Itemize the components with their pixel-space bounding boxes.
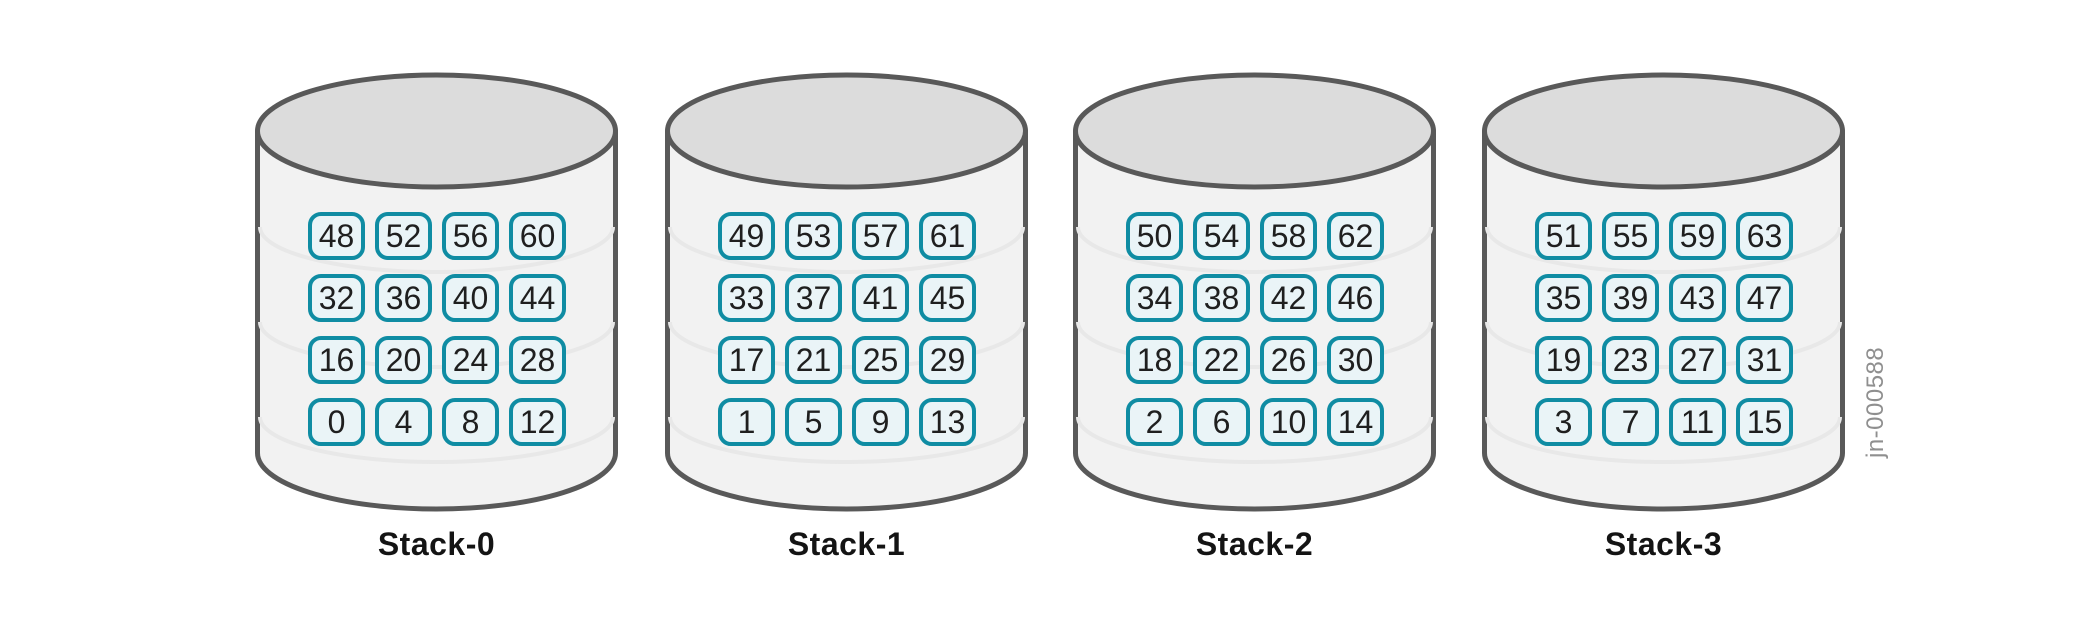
stack-1-grid: 49 53 57 61 33 37 41 45 17 21 25 29 1 5 … xyxy=(718,212,976,446)
stack-1: 49 53 57 61 33 37 41 45 17 21 25 29 1 5 … xyxy=(665,72,1028,563)
grid-cell: 21 xyxy=(785,336,842,384)
grid-cell: 22 xyxy=(1193,336,1250,384)
stack-0-label: Stack-0 xyxy=(377,526,496,562)
cylinder-band-line xyxy=(1485,226,1842,274)
grid-cell: 54 xyxy=(1193,212,1250,260)
grid-cell: 16 xyxy=(308,336,365,384)
grid-cell: 2 xyxy=(1126,398,1183,446)
grid-cell: 12 xyxy=(509,398,566,446)
grid-cell: 14 xyxy=(1327,398,1384,446)
grid-cell: 26 xyxy=(1260,336,1317,384)
cylinder-band-line xyxy=(668,321,1025,369)
grid-cell: 44 xyxy=(509,274,566,322)
grid-cell: 43 xyxy=(1669,274,1726,322)
stack-3-cylinder: 51 55 59 63 35 39 43 47 19 23 27 31 3 7 … xyxy=(1482,72,1845,512)
grid-cell: 29 xyxy=(919,336,976,384)
stack-0-grid: 48 52 56 60 32 36 40 44 16 20 24 28 0 4 … xyxy=(308,212,566,446)
grid-cell: 25 xyxy=(852,336,909,384)
grid-cell: 9 xyxy=(852,398,909,446)
grid-cell: 36 xyxy=(375,274,432,322)
cylinder-band-line xyxy=(258,321,615,369)
grid-cell: 7 xyxy=(1602,398,1659,446)
grid-cell: 19 xyxy=(1535,336,1592,384)
grid-cell: 32 xyxy=(308,274,365,322)
grid-cell: 58 xyxy=(1260,212,1317,260)
grid-cell: 30 xyxy=(1327,336,1384,384)
grid-cell: 10 xyxy=(1260,398,1317,446)
cylinder-band-line xyxy=(1485,416,1842,464)
grid-cell: 52 xyxy=(375,212,432,260)
stack-3-grid: 51 55 59 63 35 39 43 47 19 23 27 31 3 7 … xyxy=(1535,212,1793,446)
grid-cell: 48 xyxy=(308,212,365,260)
grid-cell: 49 xyxy=(718,212,775,260)
grid-cell: 45 xyxy=(919,274,976,322)
stack-3-label: Stack-3 xyxy=(1604,526,1723,562)
stack-2-grid: 50 54 58 62 34 38 42 46 18 22 26 30 2 6 … xyxy=(1126,212,1384,446)
grid-cell: 35 xyxy=(1535,274,1592,322)
cylinder-top xyxy=(665,72,1028,190)
grid-cell: 59 xyxy=(1669,212,1726,260)
grid-cell: 37 xyxy=(785,274,842,322)
cylinder-top xyxy=(1482,72,1845,190)
grid-cell: 8 xyxy=(442,398,499,446)
cylinder-band-line xyxy=(258,226,615,274)
grid-cell: 61 xyxy=(919,212,976,260)
grid-cell: 31 xyxy=(1736,336,1793,384)
grid-cell: 38 xyxy=(1193,274,1250,322)
grid-cell: 27 xyxy=(1669,336,1726,384)
grid-cell: 4 xyxy=(375,398,432,446)
cylinder-band-line xyxy=(1076,321,1433,369)
grid-cell: 57 xyxy=(852,212,909,260)
grid-cell: 63 xyxy=(1736,212,1793,260)
grid-cell: 55 xyxy=(1602,212,1659,260)
stack-2-label: Stack-2 xyxy=(1195,526,1314,562)
cylinder-top xyxy=(255,72,618,190)
cylinder-band-line xyxy=(668,416,1025,464)
grid-cell: 23 xyxy=(1602,336,1659,384)
grid-cell: 39 xyxy=(1602,274,1659,322)
stack-3: 51 55 59 63 35 39 43 47 19 23 27 31 3 7 … xyxy=(1482,72,1845,563)
grid-cell: 15 xyxy=(1736,398,1793,446)
grid-cell: 60 xyxy=(509,212,566,260)
grid-cell: 51 xyxy=(1535,212,1592,260)
stack-2-cylinder: 50 54 58 62 34 38 42 46 18 22 26 30 2 6 … xyxy=(1073,72,1436,512)
grid-cell: 13 xyxy=(919,398,976,446)
cylinder-band-line xyxy=(1076,226,1433,274)
grid-cell: 6 xyxy=(1193,398,1250,446)
grid-cell: 62 xyxy=(1327,212,1384,260)
grid-cell: 3 xyxy=(1535,398,1592,446)
stack-2: 50 54 58 62 34 38 42 46 18 22 26 30 2 6 … xyxy=(1073,72,1436,563)
grid-cell: 46 xyxy=(1327,274,1384,322)
grid-cell: 1 xyxy=(718,398,775,446)
grid-cell: 34 xyxy=(1126,274,1183,322)
grid-cell: 18 xyxy=(1126,336,1183,384)
grid-cell: 0 xyxy=(308,398,365,446)
stack-0: 48 52 56 60 32 36 40 44 16 20 24 28 0 4 … xyxy=(255,72,618,563)
grid-cell: 28 xyxy=(509,336,566,384)
stack-1-label: Stack-1 xyxy=(787,526,906,562)
grid-cell: 41 xyxy=(852,274,909,322)
cylinder-band-line xyxy=(1485,321,1842,369)
grid-cell: 40 xyxy=(442,274,499,322)
stack-0-cylinder: 48 52 56 60 32 36 40 44 16 20 24 28 0 4 … xyxy=(255,72,618,512)
grid-cell: 11 xyxy=(1669,398,1726,446)
grid-cell: 17 xyxy=(718,336,775,384)
grid-cell: 47 xyxy=(1736,274,1793,322)
cylinder-top xyxy=(1073,72,1436,190)
grid-cell: 56 xyxy=(442,212,499,260)
figure-id: jn-000588 xyxy=(1862,346,1889,458)
grid-cell: 53 xyxy=(785,212,842,260)
grid-cell: 50 xyxy=(1126,212,1183,260)
cylinder-band-line xyxy=(668,226,1025,274)
cylinder-band-line xyxy=(258,416,615,464)
grid-cell: 33 xyxy=(718,274,775,322)
grid-cell: 20 xyxy=(375,336,432,384)
grid-cell: 5 xyxy=(785,398,842,446)
grid-cell: 42 xyxy=(1260,274,1317,322)
cylinder-band-line xyxy=(1076,416,1433,464)
grid-cell: 24 xyxy=(442,336,499,384)
stack-1-cylinder: 49 53 57 61 33 37 41 45 17 21 25 29 1 5 … xyxy=(665,72,1028,512)
